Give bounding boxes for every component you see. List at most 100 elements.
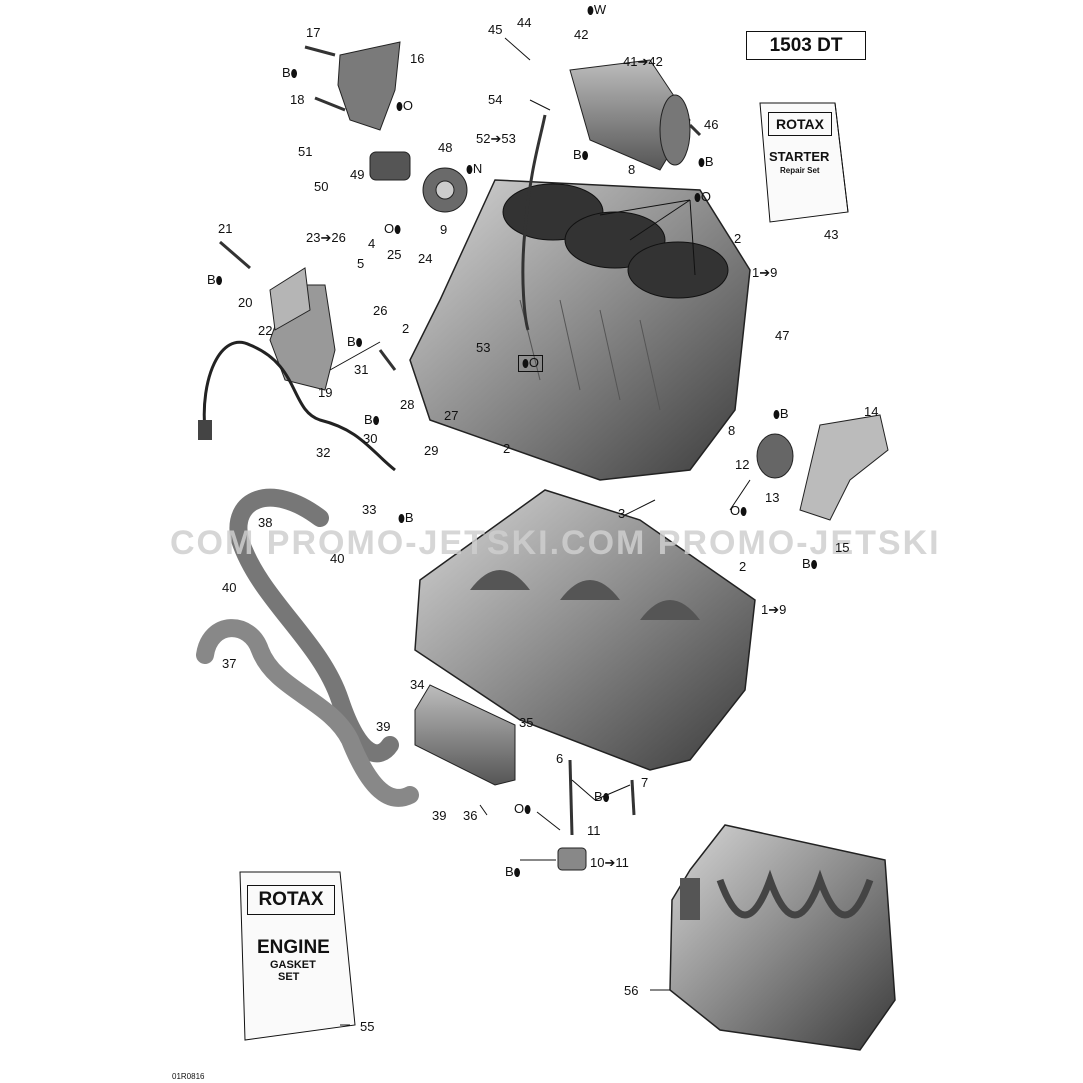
callout-51: 51: [298, 144, 313, 159]
callout-8-top: 8: [628, 162, 636, 177]
oil-drop-icon: ⬮: [810, 559, 818, 571]
lube-code-b: B⬮: [347, 334, 363, 350]
callout-55: 55: [360, 1019, 375, 1034]
callout-19: 19: [318, 385, 333, 400]
lube-code-o: O⬮: [730, 503, 748, 519]
callout-30: 30: [363, 431, 378, 446]
kit-brand-starter: ROTAX: [768, 112, 832, 136]
callout-7: 7: [641, 775, 649, 790]
oil-drop-icon: ⬮: [694, 192, 701, 204]
mount-bracket-14: [799, 414, 889, 521]
oil-drop-icon: ⬮: [587, 5, 594, 17]
callout-35: 35: [519, 715, 534, 730]
oil-drop-icon: ⬮: [466, 164, 473, 176]
callout-26: 26: [373, 303, 388, 318]
lube-code-b: B⬮: [364, 412, 380, 428]
callout-41-42: 41➔42: [623, 54, 663, 69]
model-label: 1503 DT: [746, 31, 866, 60]
lube-code-w: ⬮W: [587, 2, 607, 18]
callout-5: 5: [357, 256, 365, 271]
callout-11: 11: [587, 823, 601, 838]
plug-13: [756, 433, 794, 479]
oil-drop-icon: ⬮: [581, 150, 589, 162]
callout-13: 13: [765, 490, 780, 505]
lube-code-b: B⬮: [282, 65, 298, 81]
callout-45: 45: [488, 22, 503, 37]
callout-1-9-lower: 1➔9: [761, 602, 787, 617]
sensor-harness-32: [202, 341, 396, 472]
oil-drop-icon: ⬮: [522, 358, 529, 370]
lube-code-b: B⬮: [802, 556, 818, 572]
callout-14: 14: [864, 404, 879, 419]
oil-drop-icon: ⬮: [355, 337, 363, 349]
callout-27: 27: [444, 408, 459, 423]
callout-40-top: 40: [330, 551, 345, 566]
callout-53: 53: [476, 340, 491, 355]
drain-plug-10: [557, 847, 587, 871]
callout-2-d: 2: [739, 559, 747, 574]
callout-49: 49: [350, 167, 365, 182]
leader-lines: [329, 37, 751, 1026]
dipstick-54: [521, 114, 547, 331]
callout-2-b: 2: [402, 321, 410, 336]
callout-6: 6: [556, 751, 564, 766]
callout-12: 12: [735, 457, 750, 472]
callout-16: 16: [410, 51, 425, 66]
lube-code-o: ⬮O: [694, 189, 712, 205]
callout-47: 47: [775, 328, 790, 343]
callout-39-bottom: 39: [432, 808, 447, 823]
callout-48: 48: [438, 140, 453, 155]
kit-line2-gasket: GASKET: [270, 959, 316, 971]
starter-gear: [369, 151, 468, 213]
callout-10-11: 10➔11: [590, 855, 629, 870]
callout-24: 24: [418, 251, 433, 266]
callout-17: 17: [306, 25, 321, 40]
callout-34: 34: [410, 677, 425, 692]
callout-52-53: 52➔53: [476, 131, 516, 146]
kit-line1-starter: STARTER: [769, 149, 830, 164]
callout-44: 44: [517, 15, 532, 30]
callout-2-a: 2: [734, 231, 742, 246]
oil-drop-icon: ⬮: [740, 506, 748, 518]
oil-drop-icon: ⬮: [394, 224, 402, 236]
callout-20: 20: [238, 295, 253, 310]
lube-code-b: ⬮B: [773, 406, 789, 422]
lube-code-n: ⬮N: [466, 161, 483, 177]
connector-icon: [198, 420, 212, 440]
callout-28: 28: [400, 397, 415, 412]
callout-8-right: 8: [728, 423, 736, 438]
callout-2-c: 2: [503, 441, 511, 456]
hose-37: [196, 619, 419, 807]
callout-56: 56: [624, 983, 639, 998]
oil-drop-icon: ⬮: [524, 804, 532, 816]
oil-drop-icon: ⬮: [698, 157, 705, 169]
oil-drop-icon: ⬮: [773, 409, 780, 421]
kit-line2-starter: Repair Set: [780, 166, 820, 175]
callout-4: 4: [368, 236, 376, 251]
callout-18: 18: [290, 92, 305, 107]
kit-line1-gasket: ENGINE: [257, 937, 330, 958]
oil-drop-icon: ⬮: [396, 101, 403, 113]
callout-39-top: 39: [376, 719, 391, 734]
lube-code-b: B⬮: [594, 789, 610, 805]
callout-25: 25: [387, 247, 402, 262]
oil-drop-icon: ⬮: [372, 415, 380, 427]
starter-motor: [569, 59, 691, 171]
oil-drop-icon: ⬮: [602, 792, 610, 804]
callout-15: 15: [835, 540, 850, 555]
bolts: [219, 45, 702, 836]
brackets: [269, 41, 401, 391]
oil-cooler: [414, 684, 516, 786]
callout-40-bottom: 40: [222, 580, 237, 595]
callout-46: 46: [704, 117, 719, 132]
oil-drop-icon: ⬮: [290, 68, 298, 80]
callout-21: 21: [218, 221, 233, 236]
upper-crankcase: [409, 179, 751, 481]
oil-drop-icon: ⬮: [398, 513, 405, 525]
callout-3: 3: [618, 506, 626, 521]
callout-23-26: 23➔26: [306, 230, 346, 245]
figure-reference: 01R0816: [172, 1072, 205, 1081]
lube-code-o: ⬮O: [518, 355, 544, 372]
lube-code-b: B⬮: [573, 147, 589, 163]
